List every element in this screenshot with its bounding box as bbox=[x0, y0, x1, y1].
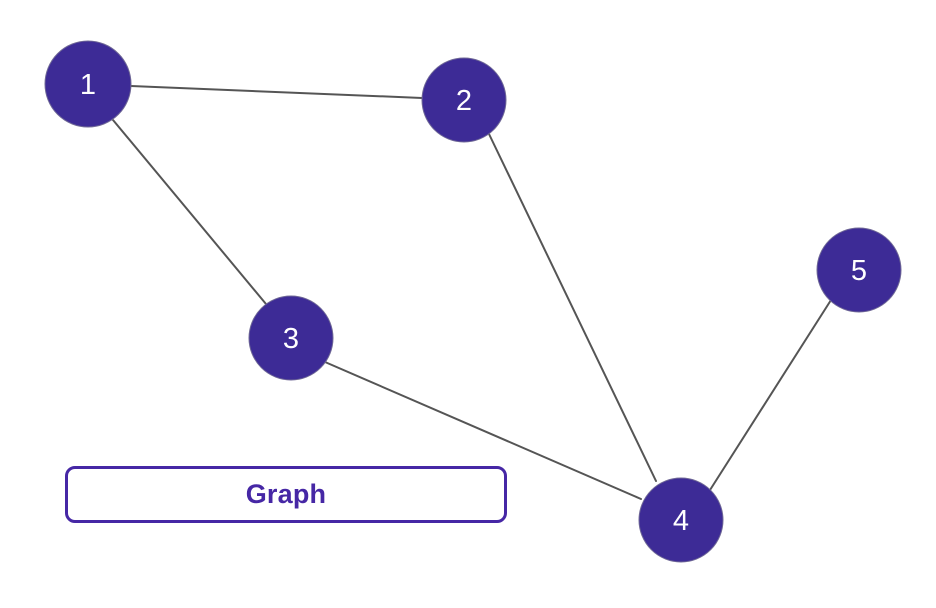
graph-node-4[interactable]: 4 bbox=[638, 477, 724, 563]
graph-node-5[interactable]: 5 bbox=[816, 227, 902, 313]
graph-edge-1-2[interactable] bbox=[130, 85, 423, 99]
graph-node-label-5: 5 bbox=[851, 255, 867, 287]
graph-edge-2-4[interactable] bbox=[488, 133, 657, 482]
graph-node-label-2: 2 bbox=[456, 85, 472, 117]
graph-edge-1-3[interactable] bbox=[112, 119, 267, 305]
graph-node-circle-3[interactable] bbox=[248, 295, 334, 381]
graph-node-2[interactable]: 2 bbox=[421, 57, 507, 143]
node-layer: 1 2 3 4 5 bbox=[44, 40, 902, 563]
graph-legend-label: Graph bbox=[245, 479, 327, 509]
graph-node-circle-1[interactable] bbox=[44, 40, 132, 128]
graph-node-circle-5[interactable] bbox=[816, 227, 902, 313]
edge-layer bbox=[112, 85, 832, 500]
graph-node-label-4: 4 bbox=[673, 505, 689, 537]
graph-legend-box[interactable]: Graph bbox=[65, 466, 507, 523]
graph-node-1[interactable]: 1 bbox=[44, 40, 132, 128]
graph-node-label-3: 3 bbox=[283, 323, 299, 355]
graph-node-circle-2[interactable] bbox=[421, 57, 507, 143]
graph-node-label-1: 1 bbox=[80, 69, 96, 101]
graph-node-circle-4[interactable] bbox=[638, 477, 724, 563]
graph-node-3[interactable]: 3 bbox=[248, 295, 334, 381]
graph-edge-3-4[interactable] bbox=[324, 361, 642, 500]
graph-edge-4-5[interactable] bbox=[709, 299, 832, 491]
